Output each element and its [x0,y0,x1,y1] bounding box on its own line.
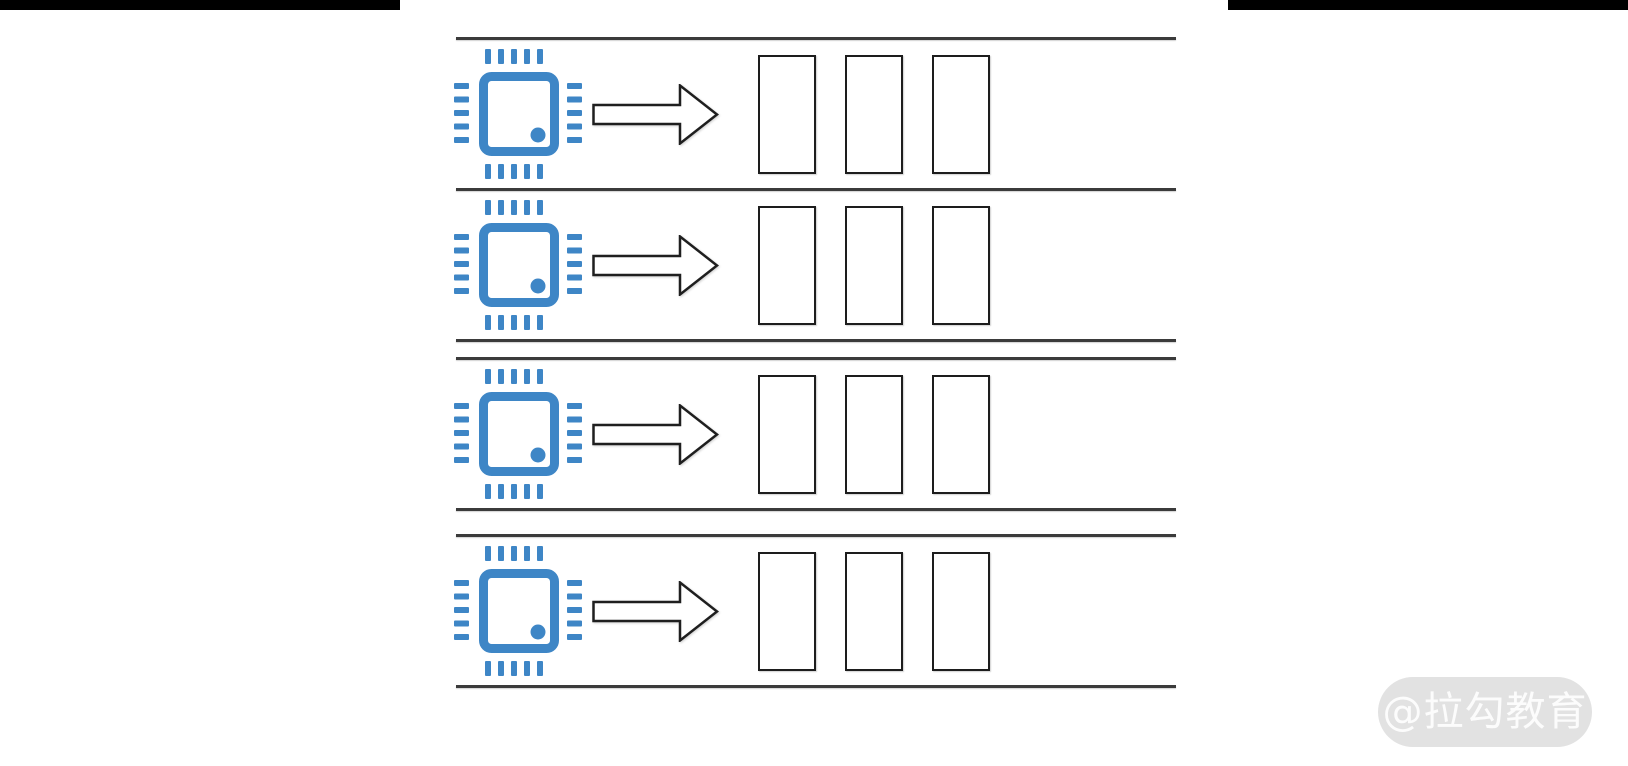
cpu-chip-icon [454,369,582,499]
task-slot [758,551,816,671]
task-slot [845,54,903,174]
cpu-row-3 [454,360,1176,508]
task-queue [758,54,990,174]
watermark-text: @拉勾教育 [1382,689,1588,735]
right-arrow-icon [592,580,719,642]
task-slot [932,551,990,671]
cpu-chip-icon [454,200,582,330]
cpu-chip-icon [454,546,582,676]
task-slot [845,374,903,494]
cpu-chip-icon [454,49,582,179]
separator-gap [456,342,1176,357]
separator-line [456,188,1176,191]
task-queue [758,205,990,325]
task-slot [758,374,816,494]
cpu-row-4 [454,537,1176,685]
task-slot [932,374,990,494]
separator-gap [456,511,1176,534]
cpu-row-2 [454,191,1176,339]
top-left-black-bar [0,0,400,10]
right-arrow-icon [592,234,719,296]
cpu-queues-diagram [454,37,1176,688]
right-arrow-icon [592,403,719,465]
separator-line [456,534,1176,537]
separator-line [456,339,1176,342]
watermark-badge: @拉勾教育 [1378,677,1592,747]
task-queue [758,374,990,494]
separator-line [456,357,1176,360]
right-arrow-icon [592,83,719,145]
task-queue [758,551,990,671]
separator-line [456,685,1176,688]
task-slot [758,54,816,174]
top-right-black-bar [1228,0,1628,10]
task-slot [845,205,903,325]
cpu-row-1 [454,40,1176,188]
task-slot [845,551,903,671]
separator-line [456,508,1176,511]
separator-line [456,37,1176,40]
task-slot [932,54,990,174]
task-slot [932,205,990,325]
task-slot [758,205,816,325]
